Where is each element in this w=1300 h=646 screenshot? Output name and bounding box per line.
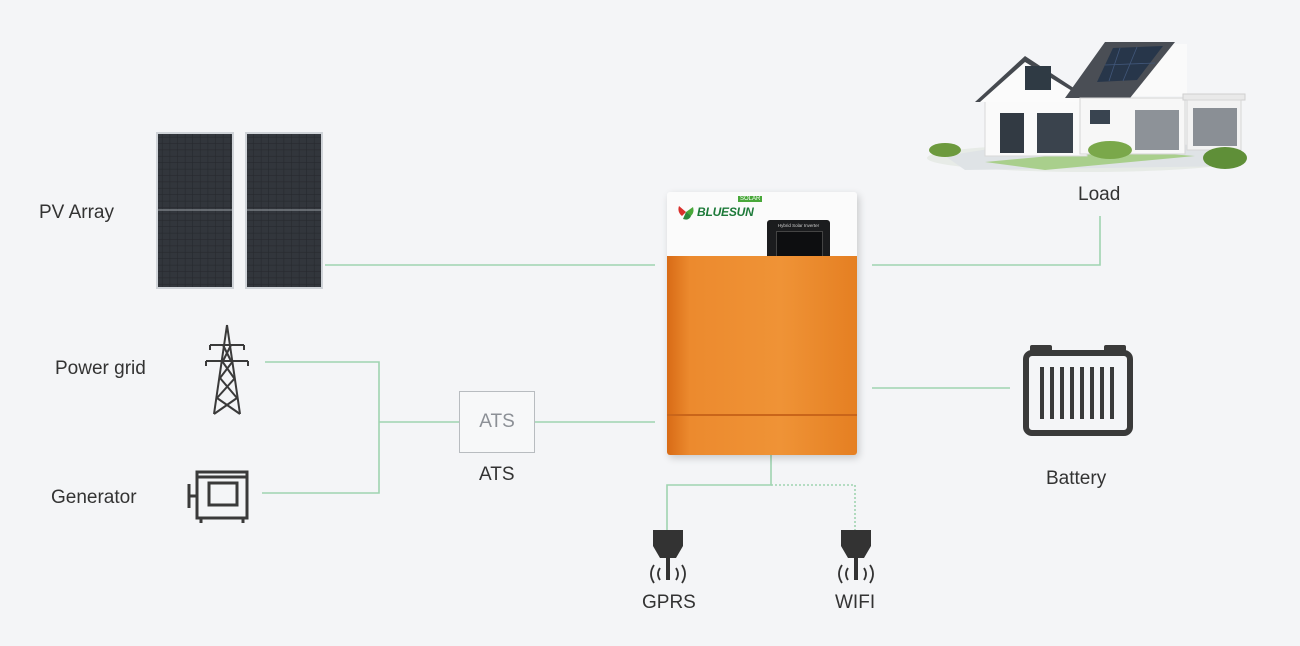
ats-caption: ATS — [479, 464, 515, 485]
wire-inverter-gprs — [666, 455, 772, 532]
wire-inverter-wifi — [771, 484, 856, 532]
inverter-top-panel: BLUESUN SOLAR Hybrid Solar Inverter — [667, 192, 857, 287]
power-grid-label: Power grid — [55, 358, 146, 379]
antenna-icon — [650, 530, 686, 584]
house-image — [927, 42, 1247, 172]
brand-logo: BLUESUN SOLAR — [677, 196, 767, 224]
wire-grid — [262, 361, 380, 494]
generator-label: Generator — [51, 487, 137, 508]
antenna-icon — [838, 530, 874, 584]
wifi-label: WIFI — [835, 592, 876, 613]
gprs-label: GPRS — [642, 592, 696, 613]
brand-sub: SOLAR — [738, 196, 763, 202]
pv-array-label: PV Array — [39, 202, 114, 223]
brand-name: BLUESUN — [697, 205, 754, 219]
generator-icon — [187, 470, 249, 523]
hybrid-inverter: BLUESUN SOLAR Hybrid Solar Inverter — [667, 192, 857, 455]
inverter-seam — [667, 414, 857, 416]
lcd-screen — [776, 231, 823, 257]
panel-title: Hybrid Solar Inverter — [777, 223, 820, 228]
pylon-icon — [205, 324, 249, 415]
ats-box: ATS — [459, 391, 535, 453]
ats-box-text: ATS — [479, 411, 515, 432]
solar-panel-icon — [156, 132, 323, 289]
leaf-logo-icon — [678, 206, 694, 220]
battery-icon — [1023, 345, 1133, 436]
inverter-body — [667, 256, 857, 455]
wire-inverter-load — [872, 216, 1101, 266]
battery-label: Battery — [1046, 468, 1107, 489]
load-label: Load — [1078, 184, 1121, 205]
